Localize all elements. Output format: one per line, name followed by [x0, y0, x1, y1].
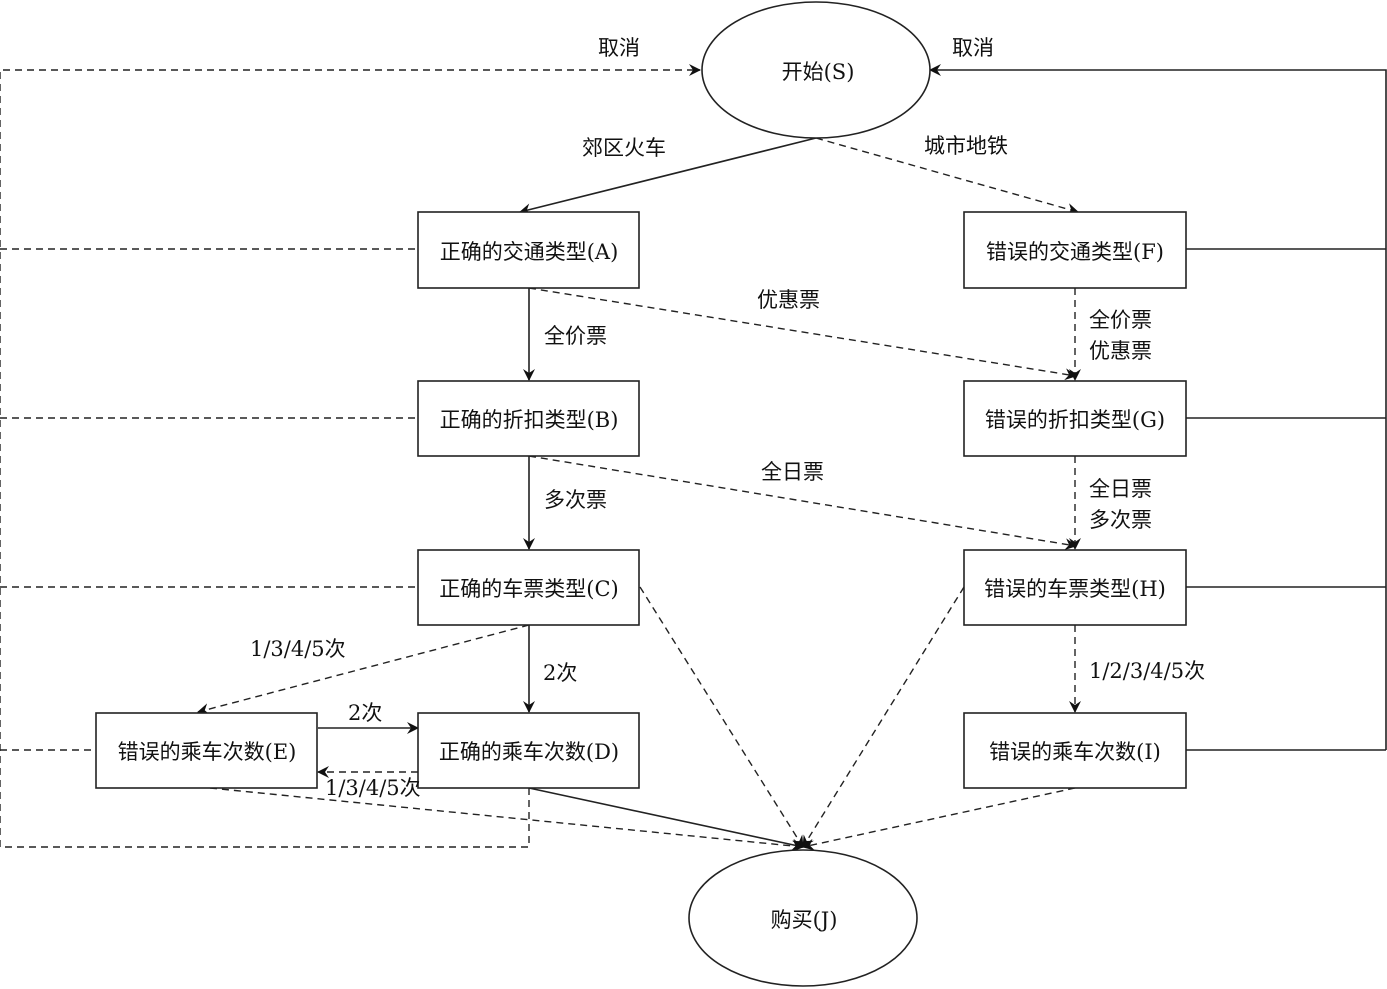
label-city-subway: 城市地铁: [924, 134, 1008, 158]
node-A-label: 正确的交通类型(A): [440, 240, 619, 264]
label-ce-other: 1/3/4/5次: [250, 637, 346, 661]
edge-S-F: [815, 137, 1079, 215]
edge-D-J: [528, 787, 804, 851]
node-H: 错误的车票类型(H): [963, 549, 1187, 626]
label-multi-ticket: 多次票: [544, 488, 607, 512]
label-ed-two: 2次: [348, 701, 382, 725]
edge-cancel-right-to-S: [929, 64, 1387, 750]
label-gh-line1: 全日票: [1089, 477, 1152, 501]
label-suburban-train: 郊区火车: [582, 136, 666, 160]
node-J: 购买(J): [688, 849, 918, 987]
cancel-bus-right: [929, 64, 1387, 751]
edge-S-A: [519, 137, 817, 216]
edge-B-H: [528, 455, 1077, 551]
label-fg-line2: 优惠票: [1089, 339, 1152, 363]
node-H-label: 错误的车票类型(H): [984, 577, 1166, 601]
node-I-label: 错误的乘车次数(I): [989, 740, 1161, 764]
label-cancel-right: 取消: [952, 36, 994, 60]
label-discount: 优惠票: [757, 288, 820, 312]
node-B: 正确的折扣类型(B): [417, 380, 640, 457]
node-G: 错误的折扣类型(G): [963, 380, 1187, 457]
edge-H-J: [802, 586, 965, 848]
label-day-ticket: 全日票: [761, 460, 824, 484]
node-S: 开始(S): [701, 1, 931, 139]
label-gh-line2: 多次票: [1089, 508, 1152, 532]
node-C: 正确的车票类型(C): [417, 549, 640, 626]
edge-C-E: [197, 624, 530, 716]
cancel-bus-left: [0, 64, 701, 848]
label-cancel-left: 取消: [598, 36, 640, 60]
edge-A-G: [528, 287, 1077, 381]
node-E-label: 错误的乘车次数(E): [118, 740, 297, 764]
node-F: 错误的交通类型(F): [963, 211, 1187, 289]
node-D-label: 正确的乘车次数(D): [439, 740, 619, 764]
edge-D-cancel: [0, 788, 530, 848]
node-I: 错误的乘车次数(I): [963, 712, 1187, 789]
node-G-label: 错误的折扣类型(G): [985, 408, 1165, 432]
node-B-label: 正确的折扣类型(B): [440, 408, 619, 432]
node-A: 正确的交通类型(A): [417, 211, 640, 289]
edge-C-J: [639, 586, 804, 848]
node-J-label: 购买(J): [771, 908, 838, 932]
node-S-label: 开始(S): [782, 60, 855, 84]
node-F-label: 错误的交通类型(F): [986, 240, 1164, 264]
label-full-price: 全价票: [544, 324, 607, 348]
label-cd-two: 2次: [543, 661, 577, 685]
label-de-other: 1/3/4/5次: [325, 776, 421, 800]
node-E: 错误的乘车次数(E): [95, 712, 318, 789]
edge-I-J: [802, 787, 1076, 851]
node-C-label: 正确的车票类型(C): [439, 577, 618, 601]
edge-E-J: [209, 787, 804, 852]
node-D: 正确的乘车次数(D): [417, 712, 640, 789]
label-hi-all: 1/2/3/4/5次: [1089, 659, 1205, 683]
label-fg-line1: 全价票: [1089, 308, 1152, 332]
